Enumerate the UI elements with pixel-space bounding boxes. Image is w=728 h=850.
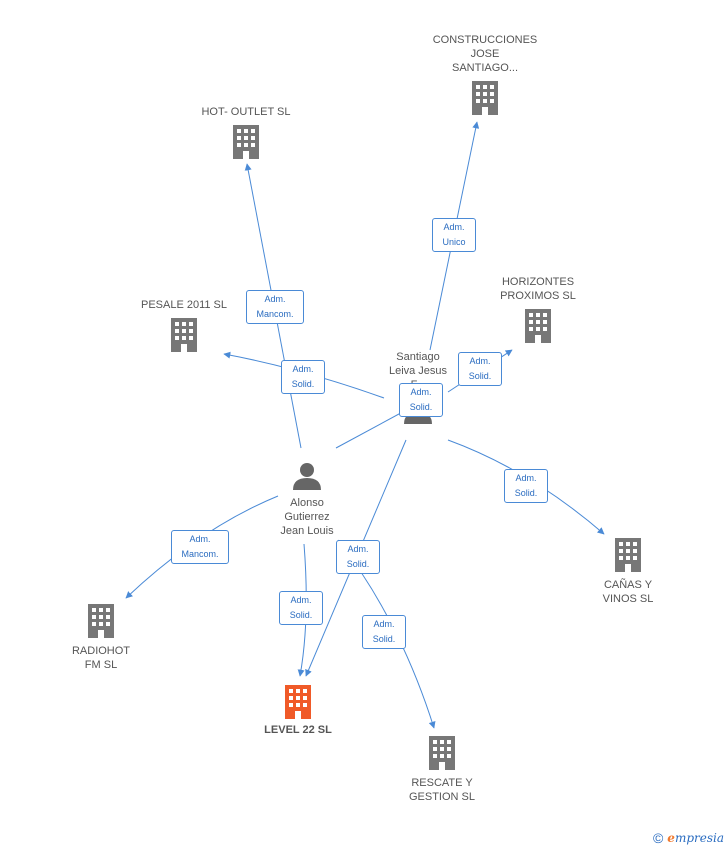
company-canas[interactable]: CAÑAS Y VINOS SL [580,538,676,606]
relation-pill-horizontes[interactable]: Adm. Solid. [458,352,502,386]
building-icon [525,309,551,343]
building-icon [171,318,197,352]
company-level22-focus[interactable]: LEVEL 22 SL [248,685,348,737]
company-label: RADIOHOT FM SL [71,645,131,671]
relation-pill-radiohot[interactable]: Adm. Mancom. [171,530,229,564]
company-pesale[interactable]: PESALE 2011 SL [126,298,242,352]
relation-pill-hot-outlet[interactable]: Adm. Mancom. [246,290,304,324]
brand-name: empresia [667,831,724,845]
person-alonso[interactable]: Alonso Gutierrez Jean Louis [259,462,355,538]
brand-watermark[interactable]: © empresia [653,830,724,846]
company-horizontes[interactable]: HORIZONTES PROXIMOS SL [483,275,593,343]
relation-pill-level22-santiago[interactable]: Adm. Solid. [336,540,380,574]
relation-pill-adm-unico[interactable]: Adm. Unico [432,218,476,252]
company-label: CAÑAS Y VINOS SL [602,579,654,605]
building-icon [615,538,641,572]
edge-santiago-alonso [335,407,411,449]
person-label: Alonso Gutierrez Jean Louis [280,497,334,537]
relation-pill-santiago[interactable]: Adm. Solid. [399,383,443,417]
company-label: PESALE 2011 SL [140,299,228,311]
company-radiohot[interactable]: RADIOHOT FM SL [53,604,149,672]
copyright-icon: © [652,830,664,846]
relation-pill-level22-alonso[interactable]: Adm. Solid. [279,591,323,625]
company-label: HOT- OUTLET SL [201,106,291,118]
building-icon [285,685,311,719]
company-label: HORIZONTES PROXIMOS SL [500,276,576,302]
relation-pill-canas[interactable]: Adm. Solid. [504,469,548,503]
company-label: RESCATE Y GESTION SL [408,777,476,803]
building-icon [233,125,259,159]
company-rescate[interactable]: RESCATE Y GESTION SL [392,736,492,804]
person-icon [293,463,321,490]
company-hot-outlet[interactable]: HOT- OUTLET SL [188,105,304,159]
building-icon [472,81,498,115]
relation-pill-pesale[interactable]: Adm. Solid. [281,360,325,394]
relation-pill-rescate[interactable]: Adm. Solid. [362,615,406,649]
building-icon [88,604,114,638]
company-label: CONSTRUCCIONES JOSE SANTIAGO... [432,34,538,74]
building-icon [429,736,455,770]
company-construcciones[interactable]: CONSTRUCCIONES JOSE SANTIAGO... [425,33,545,115]
company-label: LEVEL 22 SL [264,724,332,736]
